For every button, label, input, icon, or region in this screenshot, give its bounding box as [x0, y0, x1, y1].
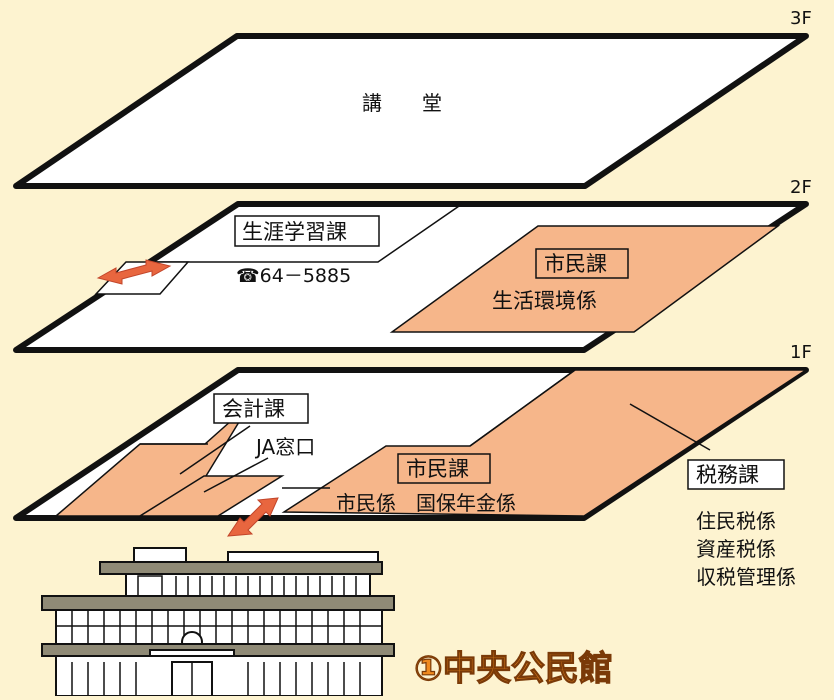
lifelong-learning-box [234, 215, 380, 247]
living-environment-label: 生活環境係 [492, 289, 597, 313]
ja-window-area [137, 475, 285, 517]
citizens-sections-label: 市民係 国保年金係 [336, 491, 516, 515]
lifelong-learning-boundary [147, 203, 463, 263]
floor-3f-plate [13, 33, 809, 189]
building-illustration [41, 547, 395, 697]
auditorium-label: 講 堂 [362, 91, 442, 115]
1f-divider-b [179, 425, 251, 475]
tax-dept-leader [629, 403, 711, 451]
1f-divider-d [469, 369, 576, 447]
phone-number: ☎64－5885 [236, 265, 351, 287]
ja-window-label: JA窓口 [254, 435, 315, 459]
citizens-dept-2f-area [389, 225, 781, 333]
entrance-arrow-2f [96, 259, 172, 285]
floor-label-2f: 2F [790, 177, 812, 198]
citizens-dept-1f-label: 市民課 [406, 457, 469, 481]
entrance-arrow-1f [227, 497, 279, 537]
tax-section-resident: 住民税係 [696, 509, 776, 533]
accounting-label: 会計課 [222, 397, 285, 421]
accounting-box [213, 393, 309, 424]
citizens-dept-2f-box [535, 248, 629, 279]
lifelong-learning-label: 生涯学習課 [242, 220, 347, 244]
tax-dept-label: 税務課 [696, 463, 759, 487]
citizens-dept-1f-box [397, 453, 491, 484]
floor-label-3f: 3F [790, 8, 812, 29]
tax-dept-box [687, 459, 785, 490]
tax-section-collection: 収税管理係 [696, 565, 796, 589]
building-title: ①中央公民館 [414, 649, 613, 689]
1f-divider-c [203, 457, 269, 493]
citizens-dept-2f-label: 市民課 [544, 252, 607, 276]
floor-label-1f: 1F [790, 342, 812, 363]
tax-section-property: 資産税係 [696, 537, 776, 561]
